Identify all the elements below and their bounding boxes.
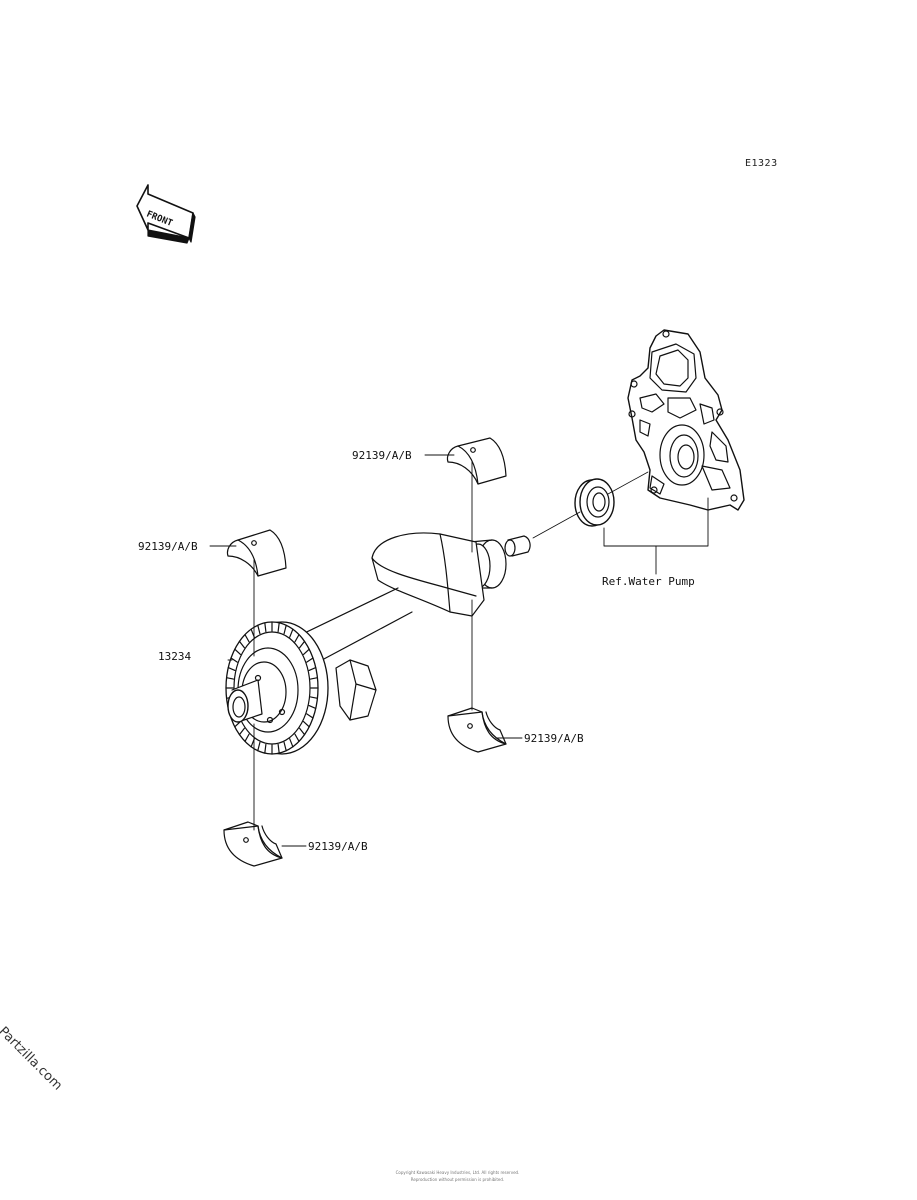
gear-tooth	[238, 727, 246, 736]
bearing-shell-upper-right	[446, 437, 507, 485]
gear-tooth	[283, 624, 287, 635]
gear-tooth	[289, 628, 294, 638]
gear-tooth	[283, 741, 287, 752]
callout-13234: 13234	[158, 650, 191, 663]
front-arrow-icon	[136, 184, 196, 244]
gear-tooth	[302, 720, 310, 728]
footer-line-2: Reproduction without permission is prohi…	[410, 1177, 505, 1182]
gear-tooth	[225, 677, 235, 680]
gear-tooth	[277, 622, 280, 633]
oil-seal	[574, 478, 615, 527]
gear-tooth	[294, 733, 300, 742]
gear-tooth	[234, 648, 242, 656]
bearing-shell-lower-right	[447, 707, 507, 753]
callout-92139-upper-left: 92139/A/B	[138, 540, 198, 553]
gear-tooth	[277, 743, 280, 754]
gear-tooth	[227, 667, 236, 671]
gear-tooth	[309, 677, 319, 680]
gear-tooth	[238, 640, 246, 649]
callout-leaders	[209, 454, 709, 847]
gear-tooth	[298, 727, 306, 736]
gear-tooth	[306, 657, 314, 663]
gear-tooth	[298, 640, 306, 649]
balancer-gear	[225, 621, 329, 755]
callout-92139-upper-right: 92139/A/B	[352, 449, 412, 462]
gear-tooth	[264, 743, 267, 754]
bearing-shell-upper-left	[226, 529, 287, 577]
gear-tooth	[294, 634, 300, 643]
callout-92139-lower-right: 92139/A/B	[524, 732, 584, 745]
gear-tooth	[309, 696, 319, 699]
gear-tooth	[257, 624, 261, 635]
footer-line-1: Copyright Kawasaki Heavy Industries, Ltd…	[395, 1170, 520, 1175]
balancer-shaft	[289, 532, 531, 721]
gear-tooth	[308, 667, 317, 671]
water-pump-cover	[627, 329, 745, 511]
gear-tooth	[244, 634, 250, 643]
callout-water-pump-ref: Ref.Water Pump	[602, 575, 695, 588]
gear-tooth	[257, 741, 261, 752]
gear-tooth	[306, 713, 314, 719]
diagram-code: E1323	[745, 158, 778, 169]
bearing-shell-lower-left	[223, 821, 283, 867]
gear-tooth	[244, 733, 250, 742]
gear-tooth	[230, 657, 238, 663]
gear-tooth	[308, 705, 317, 709]
gear-tooth	[302, 648, 310, 656]
callout-92139-lower-left: 92139/A/B	[308, 840, 368, 853]
gear-tooth	[264, 622, 267, 633]
gear-tooth	[289, 738, 294, 748]
